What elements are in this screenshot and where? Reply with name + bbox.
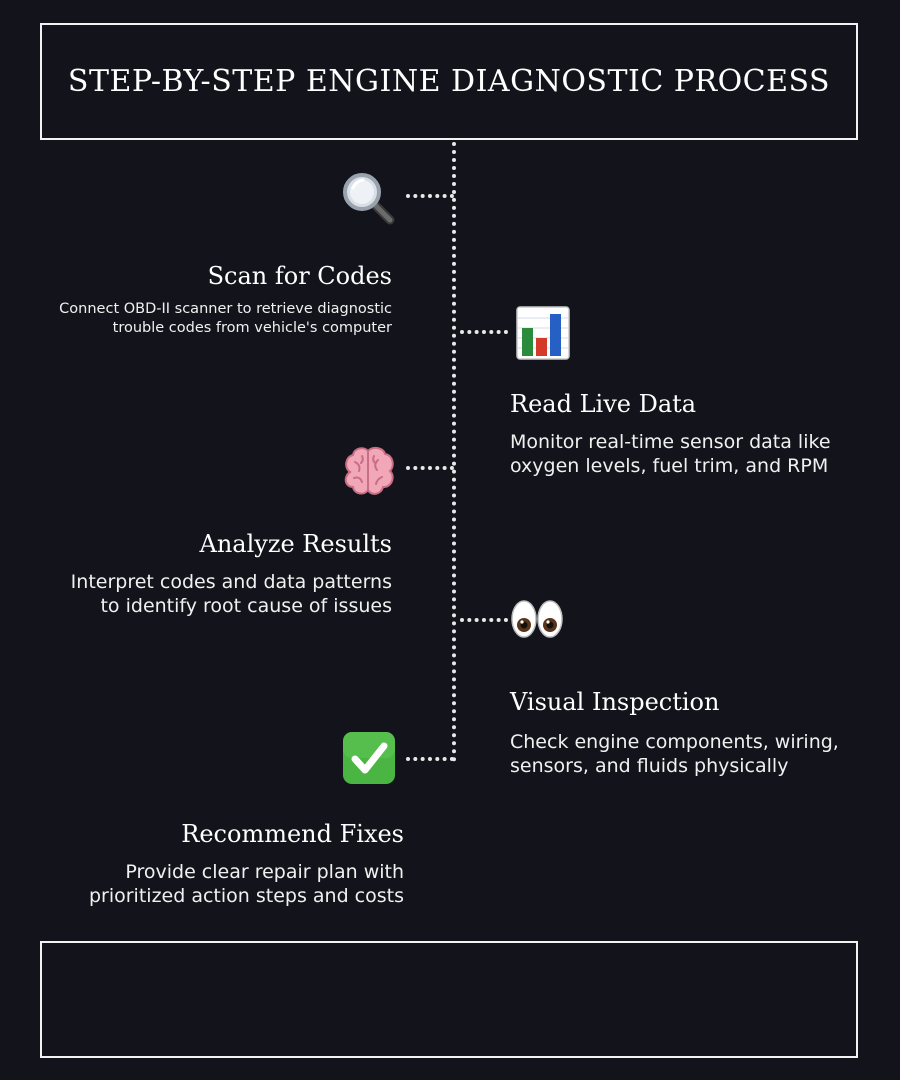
step-4-description: Check engine components, wiring, sensors… <box>510 731 839 778</box>
eyes-icon <box>511 600 563 638</box>
step-3-connector <box>406 466 454 470</box>
step-3-description: Interpret codes and data patterns to ide… <box>70 571 392 618</box>
timeline-spine <box>452 142 456 762</box>
bar-chart-icon <box>516 306 570 360</box>
step-2-description: Monitor real-time sensor data like oxyge… <box>510 431 831 478</box>
step-5-connector <box>406 757 454 761</box>
header-box <box>40 23 858 140</box>
step-4-connector <box>460 618 508 622</box>
step-3-title: Analyze Results <box>199 530 393 558</box>
step-2-title: Read Live Data <box>510 390 697 418</box>
footer-box <box>40 941 858 1058</box>
step-2-connector <box>460 330 508 334</box>
step-1-connector <box>406 194 454 198</box>
step-1-title: Scan for Codes <box>207 262 392 290</box>
step-1-description: Connect OBD-II scanner to retrieve diagn… <box>59 301 392 336</box>
brain-icon <box>344 446 394 495</box>
step-5-title: Recommend Fixes <box>181 820 404 848</box>
page-title: Step-by-Step Engine Diagnostic Process <box>67 64 831 99</box>
magnifying-glass-icon <box>343 173 395 225</box>
step-4-title: Visual Inspection <box>510 688 720 716</box>
check-mark-icon <box>343 732 395 784</box>
step-5-description: Provide clear repair plan with prioritiz… <box>88 861 404 908</box>
